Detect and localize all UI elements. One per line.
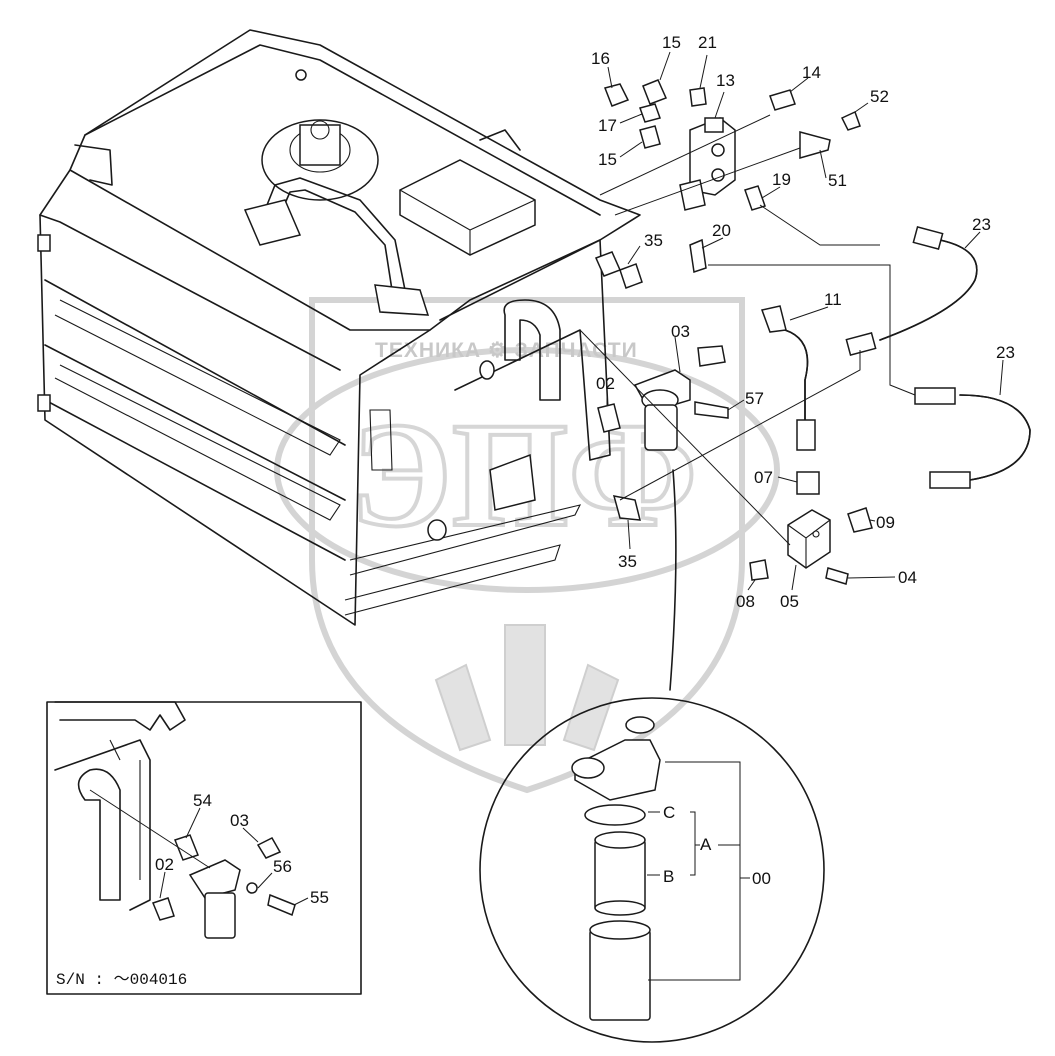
filter-assembly [597,345,729,691]
block-05 [579,329,873,585]
inset-callout-03: 03 [230,811,249,830]
valve-assembly [599,79,861,273]
callout-21: 21 [698,33,717,52]
callout-04: 04 [898,568,917,587]
callout-23a: 23 [972,215,991,234]
detail-callout-c: C [663,803,675,822]
callout-02: 02 [596,374,615,393]
fuel-tank [37,29,641,626]
callout-19: 19 [772,170,791,189]
filter-detail-circle [479,697,825,1043]
callout-16: 16 [591,49,610,68]
callout-15b: 15 [598,150,617,169]
inset-callout-54: 54 [193,791,212,810]
callout-05: 05 [780,592,799,611]
leader-lines [159,51,1004,906]
detail-callout-b: B [663,867,674,886]
callout-15a: 15 [662,33,681,52]
watermark-brand-text: ТЕХНИКА ⚙ ЗАПЧАСТИ [375,339,638,362]
inset-box [46,701,362,995]
callout-09: 09 [876,513,895,532]
watermark: ТЕХНИКА ⚙ ЗАПЧАСТИ ЭПФ [274,297,780,794]
callout-13: 13 [716,71,735,90]
callout-35a: 35 [644,231,663,250]
callout-20: 20 [712,221,731,240]
callout-11: 11 [824,290,842,309]
callout-03: 03 [671,322,690,341]
callout-labels: 16 15 21 13 14 17 15 52 51 19 20 23 35 1… [56,33,1015,989]
callout-57: 57 [745,389,764,408]
callout-08: 08 [736,592,755,611]
hoses [619,204,1031,501]
callout-52: 52 [870,87,889,106]
callout-07: 07 [754,468,773,487]
callout-51: 51 [828,171,847,190]
callout-14: 14 [802,63,821,82]
plug-21 [689,87,707,107]
inset-callout-55: 55 [310,888,329,907]
detail-callout-a: A [700,835,712,854]
callout-23b: 23 [996,343,1015,362]
detail-callout-00: 00 [752,869,771,888]
inset-serial-note: S/N : ～004016 [56,971,187,989]
fittings-35 [594,251,643,521]
inset-callout-56: 56 [273,857,292,876]
callout-35b: 35 [618,552,637,571]
callout-17: 17 [598,116,617,135]
inset-callout-02: 02 [155,855,174,874]
